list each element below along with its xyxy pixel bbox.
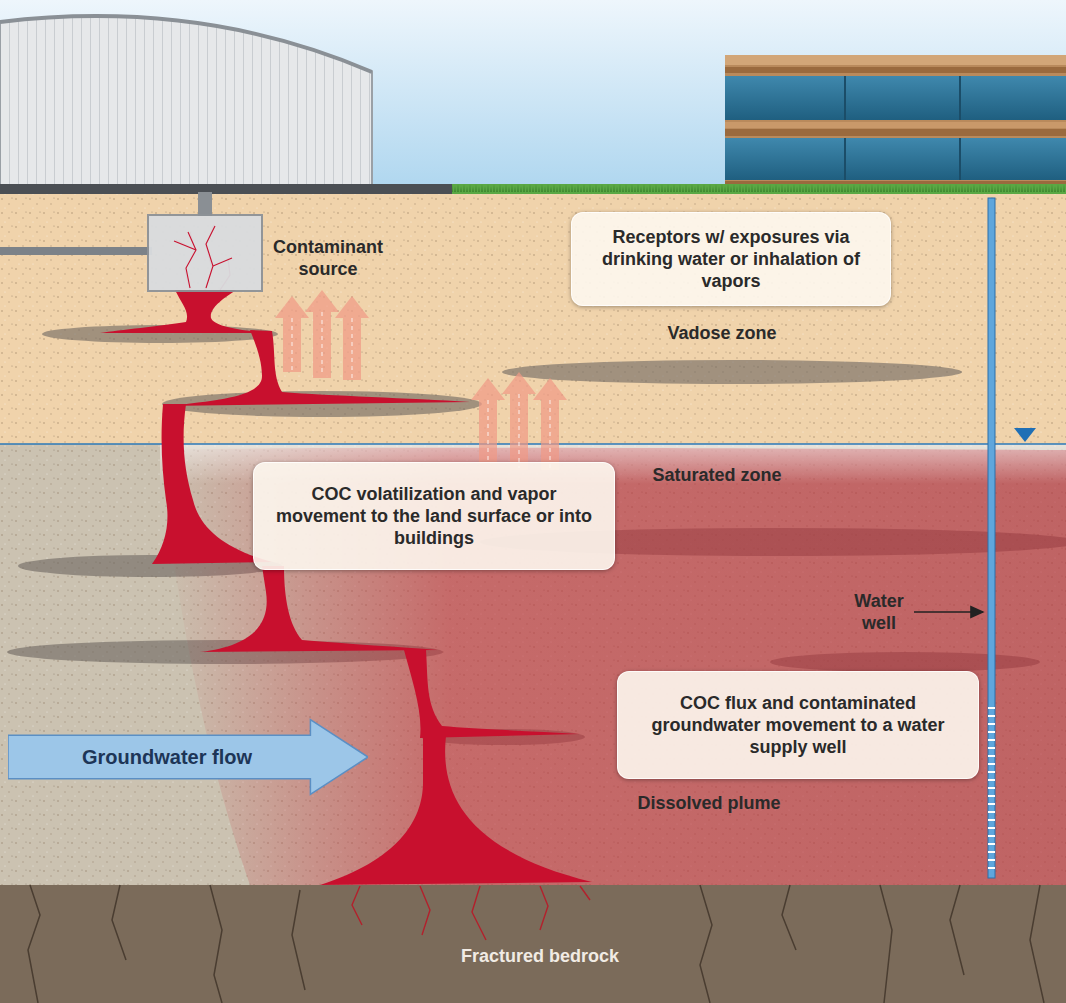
flow-arrow: Groundwater flow — [8, 718, 368, 796]
callout-box: COC volatilization and vapor movement to… — [253, 462, 615, 570]
callout-text: Receptors w/ exposures via drinking wate… — [586, 226, 876, 292]
callout-box: Receptors w/ exposures via drinking wate… — [571, 212, 891, 306]
callout-box: COC flux and contaminated groundwater mo… — [617, 671, 979, 779]
bedrock-label: Fractured bedrock — [420, 945, 660, 967]
zone-label: Vadose zone — [632, 322, 812, 344]
callout-text: COC volatilization and vapor movement to… — [268, 483, 600, 549]
well-label: Water well — [846, 590, 912, 634]
zone-label: Saturated zone — [622, 464, 812, 486]
callout-text: COC flux and contaminated groundwater mo… — [632, 692, 964, 758]
plume-label: Dissolved plume — [604, 792, 814, 814]
source-label: Contaminant source — [262, 236, 394, 280]
flow-label: Groundwater flow — [60, 746, 316, 768]
